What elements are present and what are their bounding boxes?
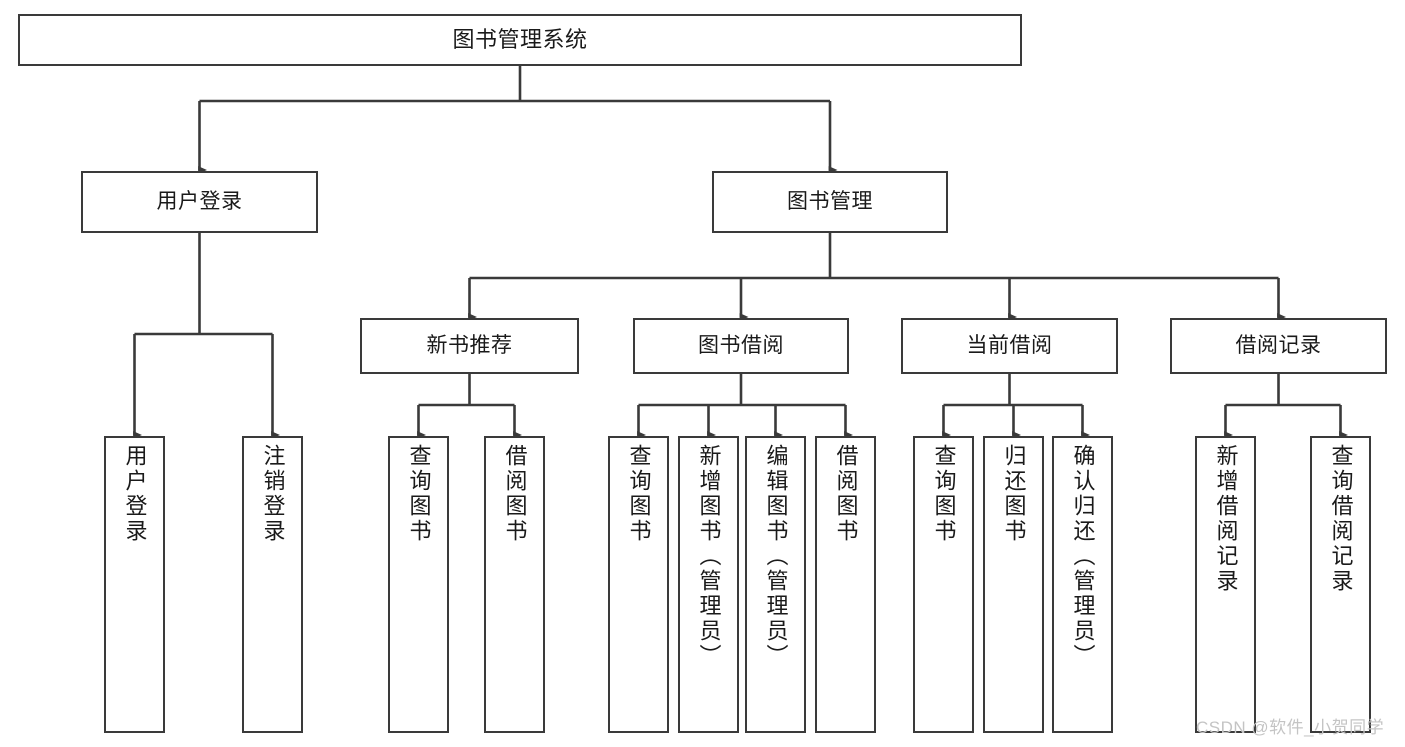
node-label: 查询借阅记录 — [1328, 444, 1354, 594]
node-label: 借阅记录 — [1235, 333, 1322, 357]
node-leaf-logout: 注销登录 — [242, 436, 303, 733]
node-leaf-query-book-2: 查询图书 — [608, 436, 669, 733]
node-label: 用户登录 — [122, 444, 148, 544]
node-user-login: 用户登录 — [81, 171, 318, 233]
node-borrow-record: 借阅记录 — [1170, 318, 1387, 374]
node-leaf-add-book: 新增图书（管理员） — [678, 436, 739, 733]
node-leaf-confirm-return: 确认归还（管理员） — [1052, 436, 1113, 733]
node-label: 用户登录 — [156, 189, 243, 213]
node-book-manage: 图书管理 — [712, 171, 948, 233]
node-label: 图书管理 — [787, 189, 873, 213]
node-current-borrow: 当前借阅 — [901, 318, 1118, 374]
node-label: 查询图书 — [626, 444, 652, 544]
node-label: 编辑图书（管理员） — [763, 444, 789, 669]
node-new-book-recommend: 新书推荐 — [360, 318, 579, 374]
node-label: 新书推荐 — [426, 333, 513, 357]
node-label: 确认归还（管理员） — [1070, 444, 1096, 669]
node-label: 注销登录 — [260, 444, 286, 544]
node-leaf-return-book: 归还图书 — [983, 436, 1044, 733]
node-leaf-edit-book: 编辑图书（管理员） — [745, 436, 806, 733]
node-root: 图书管理系统 — [18, 14, 1022, 66]
node-label: 图书借阅 — [698, 333, 784, 357]
node-leaf-add-record: 新增借阅记录 — [1195, 436, 1256, 733]
node-leaf-borrow-book-1: 借阅图书 — [484, 436, 545, 733]
node-leaf-query-book-3: 查询图书 — [913, 436, 974, 733]
node-label: 借阅图书 — [502, 444, 528, 544]
node-book-borrow: 图书借阅 — [633, 318, 849, 374]
watermark-text: CSDN @软件_小贺同学 — [1196, 718, 1385, 737]
node-leaf-user-login: 用户登录 — [104, 436, 165, 733]
node-label: 查询图书 — [931, 444, 957, 544]
node-leaf-query-book-1: 查询图书 — [388, 436, 449, 733]
node-label: 图书管理系统 — [452, 27, 588, 53]
node-label: 归还图书 — [1001, 444, 1027, 544]
node-label: 新增图书（管理员） — [696, 444, 722, 669]
node-label: 新增借阅记录 — [1213, 444, 1239, 594]
node-label: 借阅图书 — [833, 444, 859, 544]
node-label: 当前借阅 — [966, 333, 1053, 357]
node-leaf-borrow-book-2: 借阅图书 — [815, 436, 876, 733]
node-label: 查询图书 — [406, 444, 432, 544]
node-leaf-query-record: 查询借阅记录 — [1310, 436, 1371, 733]
